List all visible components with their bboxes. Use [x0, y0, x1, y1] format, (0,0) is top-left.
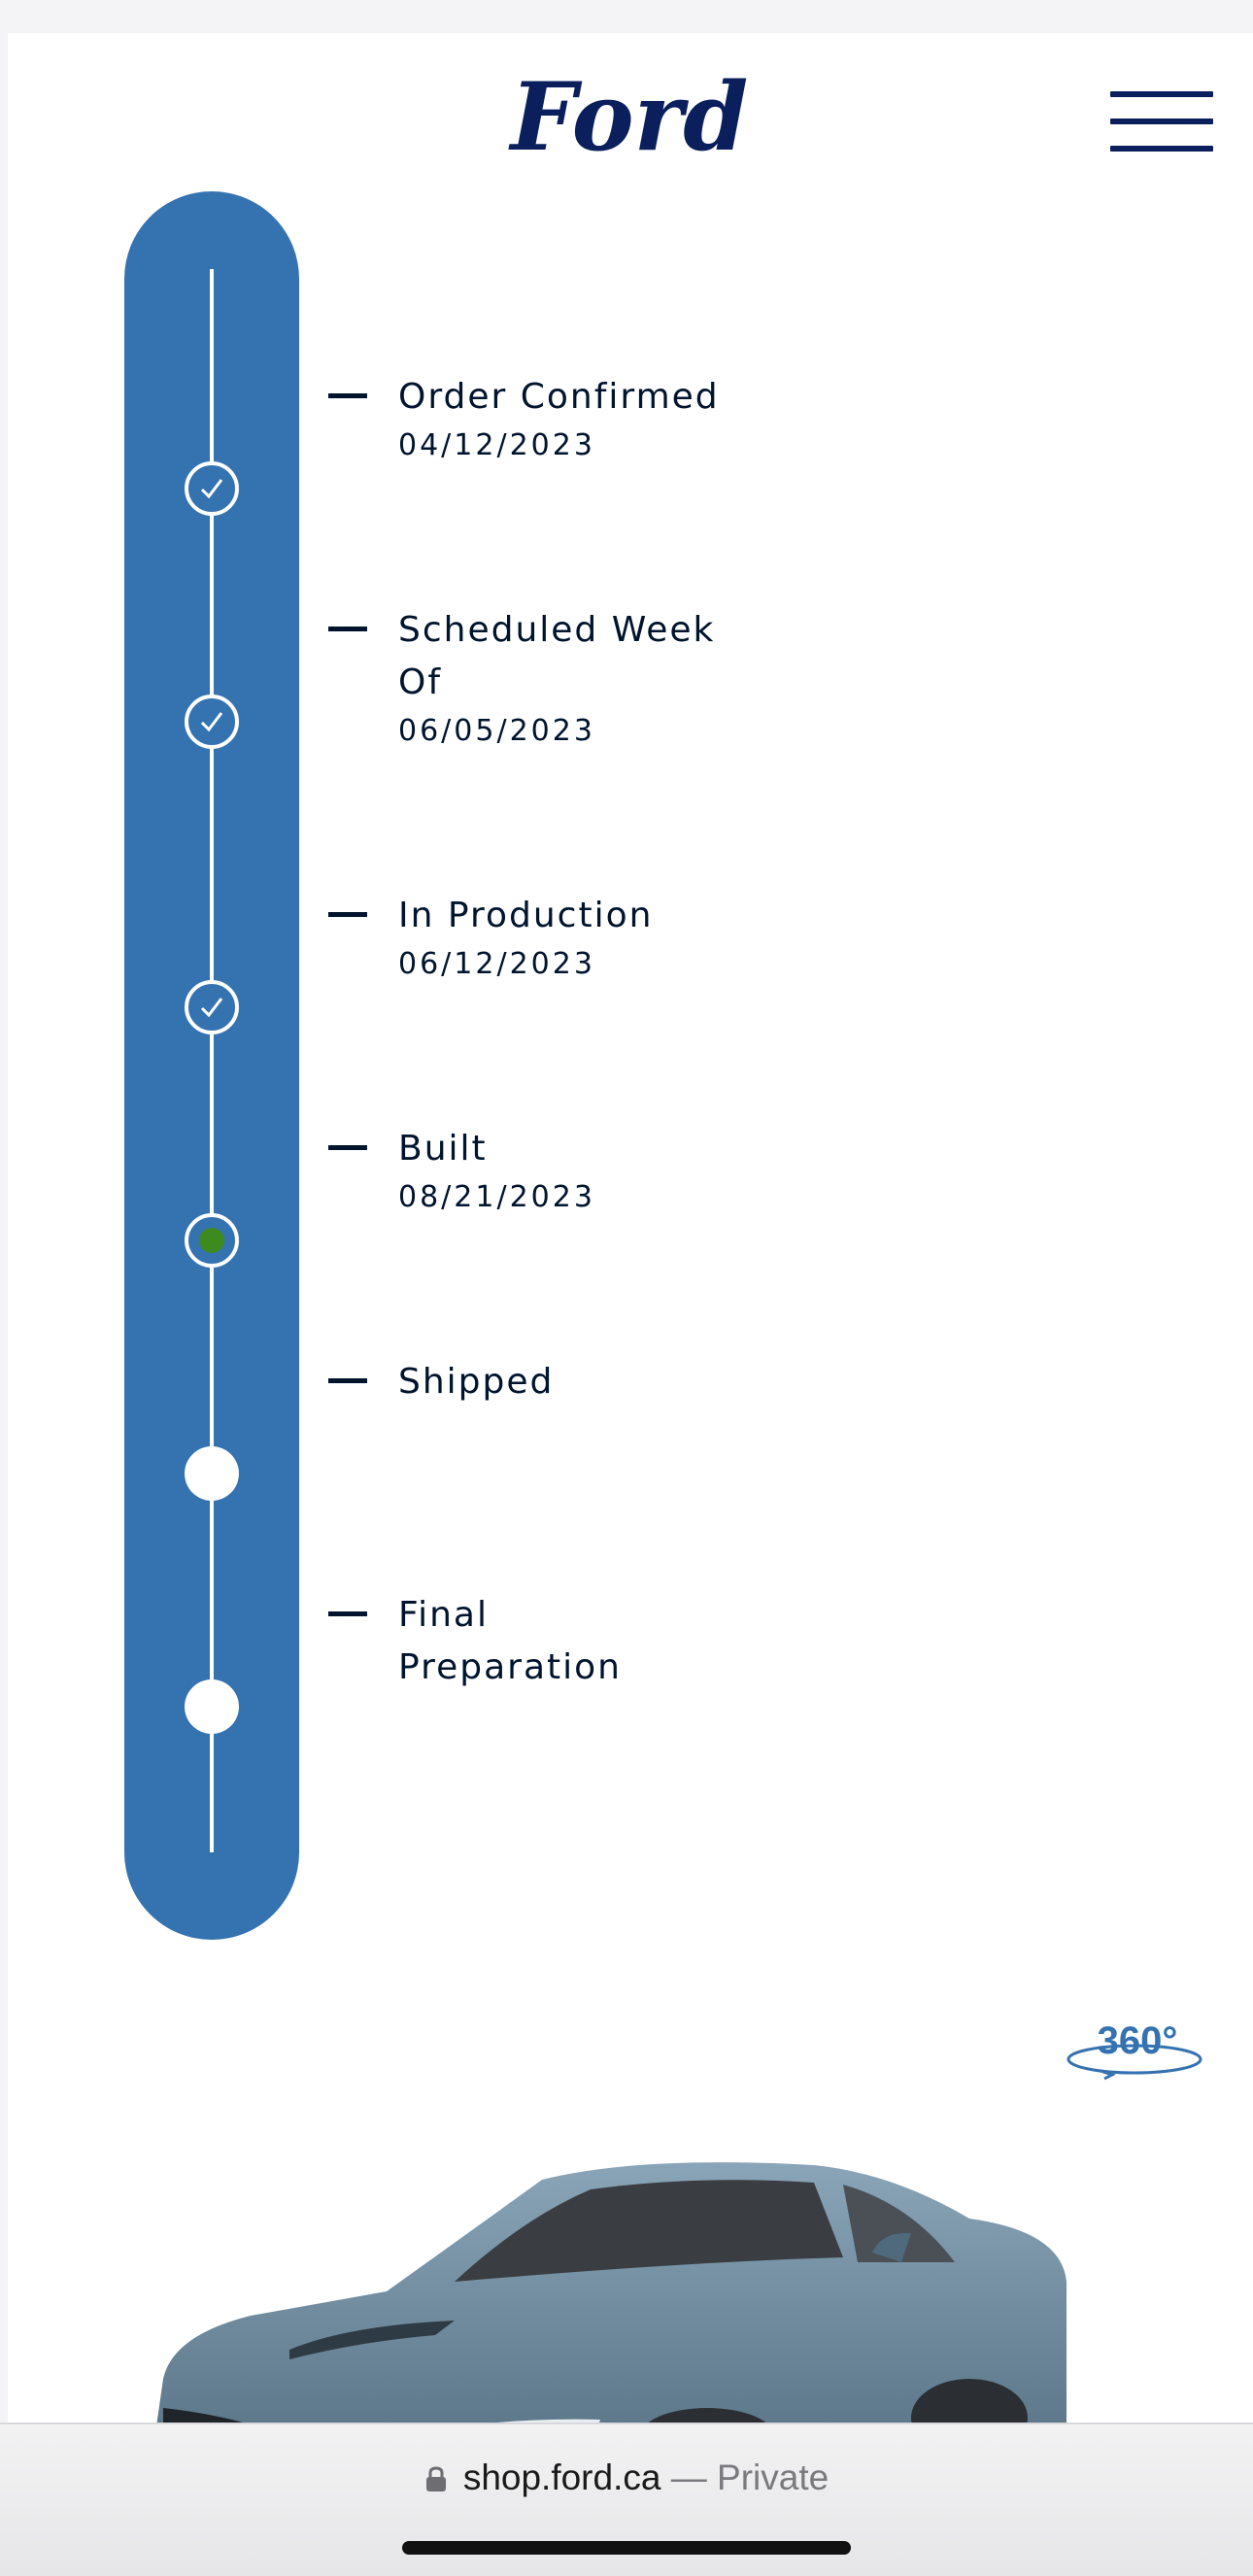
- progress-rail: [124, 191, 299, 1940]
- site-header: Ford: [8, 33, 1253, 193]
- step-label: Shipped: [398, 1362, 555, 1402]
- step-label: Scheduled Week Of: [398, 610, 716, 702]
- url-display[interactable]: shop.ford.ca — Private: [0, 2457, 1253, 2498]
- home-indicator[interactable]: [402, 2541, 851, 2555]
- step-label: In Production: [398, 896, 654, 935]
- ford-logo[interactable]: Ford: [503, 60, 756, 172]
- current-status-dot: [199, 1228, 224, 1253]
- step-label: Final Preparation: [398, 1595, 622, 1687]
- step-complete-icon: [185, 695, 239, 749]
- url-separator: —: [660, 2457, 718, 2497]
- step-complete-icon: [185, 980, 239, 1034]
- step-dash: [328, 393, 367, 398]
- step-current-icon: [185, 1213, 239, 1268]
- step-dash: [328, 912, 367, 917]
- private-mode-label: Private: [717, 2457, 830, 2497]
- step-date: 04/12/2023: [398, 428, 595, 462]
- step-dash: [328, 627, 367, 631]
- step-pending-icon: [185, 1446, 239, 1501]
- step-label: Built: [398, 1129, 488, 1169]
- step-dash: [328, 1145, 367, 1150]
- step-complete-icon: [185, 461, 239, 516]
- svg-text:360°: 360°: [1098, 2019, 1178, 2062]
- step-dash: [328, 1611, 367, 1616]
- url-domain: shop.ford.ca: [462, 2457, 661, 2497]
- hamburger-menu-icon[interactable]: [1110, 91, 1217, 159]
- step-date: 06/05/2023: [398, 714, 595, 748]
- step-date: 08/21/2023: [398, 1180, 595, 1214]
- step-dash: [328, 1378, 367, 1383]
- lock-icon: [425, 2466, 446, 2491]
- order-tracker-page: Ford Order Confirmed 04/12/2023: [8, 33, 1253, 2423]
- step-label: Order Confirmed: [398, 377, 720, 417]
- step-pending-icon: [185, 1679, 239, 1734]
- rotate-360-icon[interactable]: 360°: [1062, 2015, 1207, 2083]
- browser-address-bar[interactable]: shop.ford.ca — Private: [0, 2423, 1253, 2576]
- svg-text:Ford: Ford: [508, 62, 749, 172]
- mustang-car-image[interactable]: [134, 2126, 1125, 2423]
- progress-line: [210, 269, 214, 1852]
- step-date: 06/12/2023: [398, 947, 595, 981]
